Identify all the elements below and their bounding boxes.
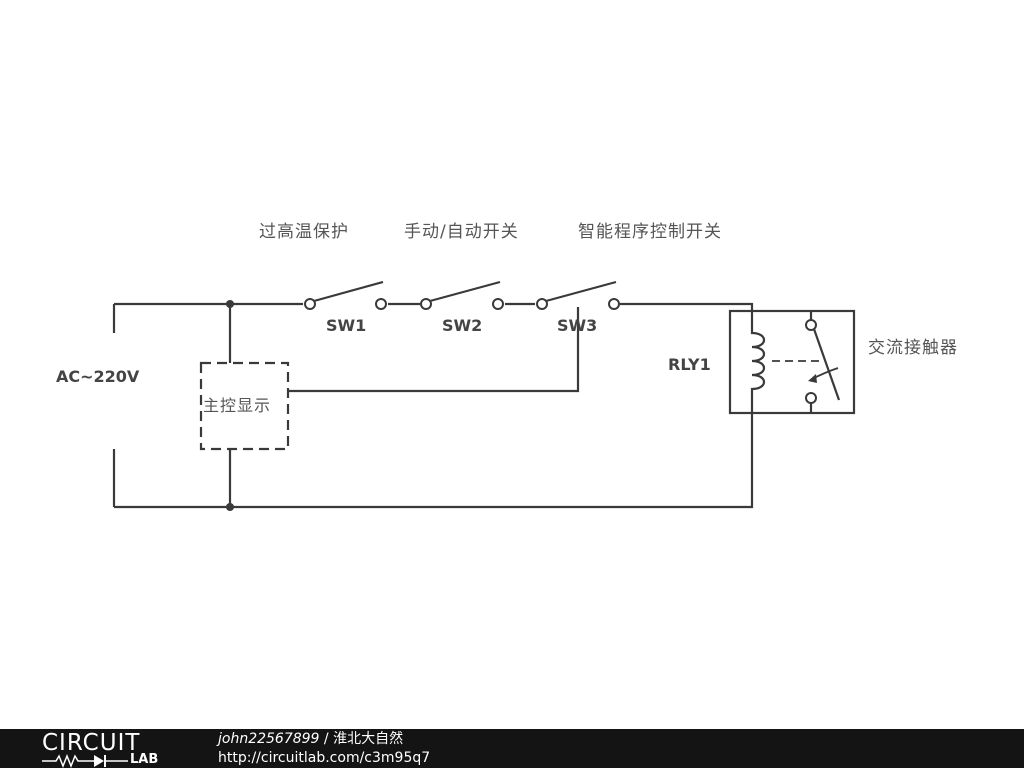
label-over-temp-protection: 过高温保护 (259, 222, 349, 242)
author-line: john22567899 / 淮北大自然 (218, 730, 403, 748)
controller-dashed-box (199, 361, 290, 451)
wire-controller-sw3 (288, 307, 580, 393)
circuit-url-link[interactable]: http://circuitlab.com/c3m95q7 (218, 750, 431, 766)
switch-sw1: SW1 (304, 280, 387, 335)
circuitlab-logo[interactable]: CIRCUIT LAB (42, 730, 176, 768)
logo-circuit-trace-icon (42, 754, 128, 768)
sw1-terminal-left (304, 298, 316, 310)
relay-switch-blade (812, 328, 841, 401)
label-sw2: SW2 (442, 316, 482, 335)
label-smart-program-switch: 智能程序控制开关 (578, 222, 722, 242)
sw2-blade (429, 280, 501, 303)
relay-arrow-head (808, 374, 817, 383)
footer-bar: CIRCUIT LAB john22567899 / 淮北大自然 http://… (0, 729, 1024, 768)
controller-block: 主控显示 (199, 361, 290, 451)
circuit-schematic: 过高温保护 手动/自动开关 智能程序控制开关 交流接触器 AC~220V 主控显… (56, 222, 958, 511)
label-ac-source: AC~220V (56, 367, 140, 386)
relay-contact-bottom (805, 392, 817, 404)
label-sw3: SW3 (557, 316, 597, 335)
relay-housing (728, 309, 856, 415)
sw1-blade (313, 280, 384, 303)
sw3-terminal-right (608, 298, 620, 310)
label-ac-contactor: 交流接触器 (868, 338, 958, 358)
relay-contact-top (805, 319, 817, 331)
wire-bottom-return (114, 385, 754, 509)
label-manual-auto-switch: 手动/自动开关 (404, 222, 519, 242)
switch-sw3: SW3 (536, 280, 620, 335)
label-relay: RLY1 (668, 355, 711, 374)
circuit-title: 淮北大自然 (333, 731, 404, 747)
ac-source: AC~220V (56, 304, 140, 507)
author-username[interactable]: john22567899 (218, 731, 320, 747)
sw3-terminal-left (536, 298, 548, 310)
relay-coil (750, 328, 766, 413)
switch-sw2: SW2 (420, 280, 504, 335)
logo-text-lab: LAB (130, 752, 159, 767)
sw1-terminal-right (375, 298, 387, 310)
sw2-terminal-left (420, 298, 432, 310)
author-separator: / (319, 731, 334, 747)
logo-text-circuit: CIRCUIT (42, 730, 141, 756)
sw2-terminal-right (492, 298, 504, 310)
relay-rly1: RLY1 (668, 309, 856, 415)
label-sw1: SW1 (326, 316, 366, 335)
label-controller: 主控显示 (203, 396, 271, 415)
sw3-blade (545, 280, 617, 303)
